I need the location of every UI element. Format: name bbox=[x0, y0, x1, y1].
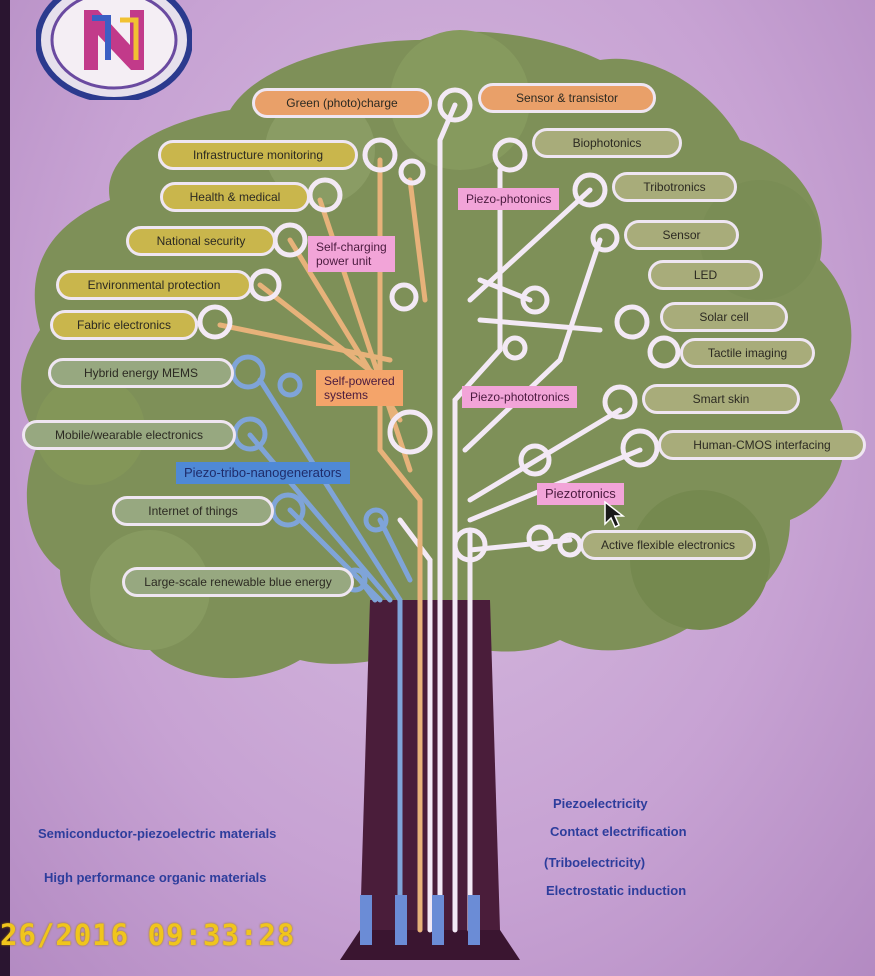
pill-top_right: Sensor & transistor bbox=[478, 83, 656, 113]
hub-self-charging: Self-charging power unit bbox=[308, 236, 395, 272]
mechanism-text-3: (Triboelectricity) bbox=[544, 855, 646, 870]
pill-iot: Internet of things bbox=[112, 496, 274, 526]
hub-piezo-tribo: Piezo-tribo-nanogenerators bbox=[176, 462, 350, 484]
pill-env: Environmental protection bbox=[56, 270, 252, 300]
pill-tribo: Tribotronics bbox=[612, 172, 737, 202]
camera-timestamp: 26/2016 09:33:28 bbox=[0, 918, 296, 952]
pill-largescale: Large-scale renewable blue energy bbox=[122, 567, 354, 597]
base-connectors bbox=[360, 895, 480, 945]
mechanism-text-4: Electrostatic induction bbox=[546, 883, 687, 898]
pill-solar: Solar cell bbox=[660, 302, 788, 332]
hub-piezo-photonics: Piezo-photonics bbox=[458, 188, 560, 210]
pill-active: Active flexible electronics bbox=[580, 530, 756, 560]
pill-hci: Human-CMOS interfacing bbox=[658, 430, 866, 460]
pill-tactile: Tactile imaging bbox=[680, 338, 815, 368]
pill-hybrid: Hybrid energy MEMS bbox=[48, 358, 234, 388]
logo-seal-icon bbox=[36, 0, 192, 100]
materials-text-1: Semiconductor-piezoelectric materials bbox=[38, 826, 277, 841]
pill-fabric: Fabric electronics bbox=[50, 310, 198, 340]
pill-national: National security bbox=[126, 226, 276, 256]
pill-biophoto: Biophotonics bbox=[532, 128, 682, 158]
mechanism-text-1: Piezoelectricity bbox=[553, 796, 648, 811]
pill-top_left: Green (photo)charge bbox=[252, 88, 432, 118]
pill-mobile: Mobile/wearable electronics bbox=[22, 420, 236, 450]
pill-skin: Smart skin bbox=[642, 384, 800, 414]
hub-self-powered: Self-powered systems bbox=[316, 370, 403, 406]
screen-edge bbox=[0, 0, 10, 976]
hub-piezotronics: Piezotronics bbox=[537, 483, 624, 505]
pill-infra: Infrastructure monitoring bbox=[158, 140, 358, 170]
hub-piezo-phototronics: Piezo-phototronics bbox=[462, 386, 578, 408]
mechanism-text-2: Contact electrification bbox=[550, 824, 687, 839]
materials-text-2: High performance organic materials bbox=[44, 870, 267, 885]
pill-sensor: Sensor bbox=[624, 220, 739, 250]
mouse-cursor-icon bbox=[604, 500, 625, 529]
pill-led: LED bbox=[648, 260, 763, 290]
pill-health: Health & medical bbox=[160, 182, 310, 212]
